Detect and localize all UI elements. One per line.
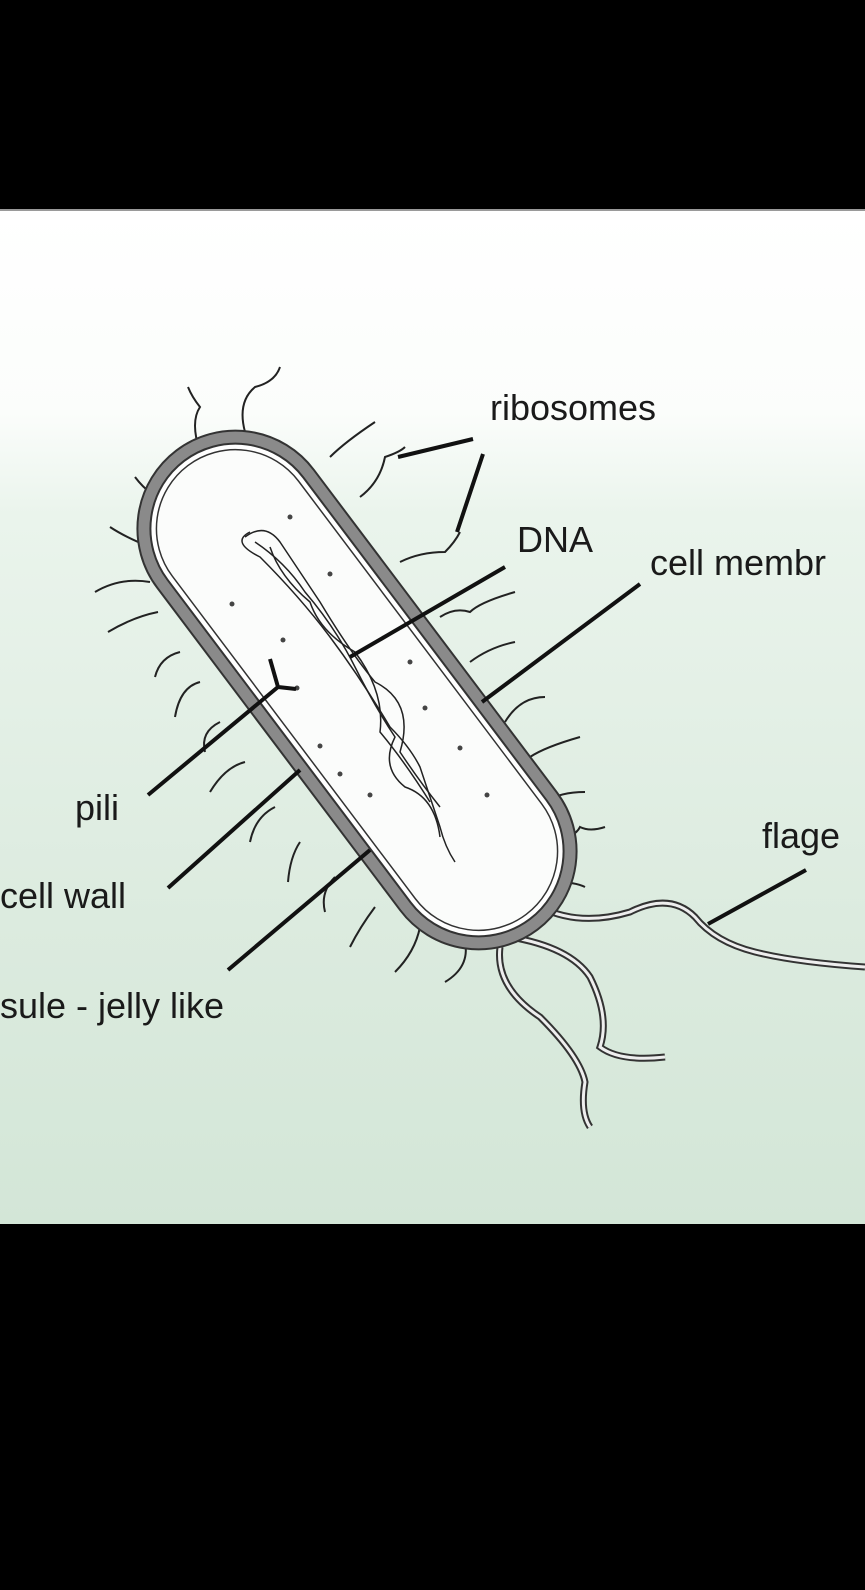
- ribosome-dots: [229, 514, 490, 798]
- label-flagellum: flage: [762, 815, 841, 856]
- ribosomes-leader-2: [455, 453, 485, 533]
- capsule-leader: [226, 848, 372, 972]
- cell-wall-leader: [166, 768, 302, 890]
- cell-membrane: [155, 448, 559, 932]
- leader-lines: [146, 437, 807, 972]
- label-cell-wall: cell wall: [0, 875, 127, 916]
- label-cell-membrane: cell membr: [650, 542, 827, 583]
- bacterium-drawing: [94, 366, 865, 1129]
- label-capsule: sule - jelly like: [0, 985, 225, 1026]
- pili-leader: [146, 685, 280, 797]
- flagella: [496, 899, 865, 1129]
- pili-fork: [268, 658, 297, 691]
- label-ribosomes: ribosomes: [490, 387, 657, 428]
- dna-leader: [348, 565, 507, 659]
- diagram-panel: [0, 209, 865, 1224]
- pili-hairs: [94, 366, 606, 983]
- cell-membrane-leader: [480, 582, 642, 704]
- cell-body: [136, 429, 578, 951]
- ribosomes-leader-1: [397, 437, 474, 459]
- label-pili: pili: [75, 787, 120, 828]
- label-dna: DNA: [517, 519, 594, 560]
- flagellum-leader: [707, 868, 807, 926]
